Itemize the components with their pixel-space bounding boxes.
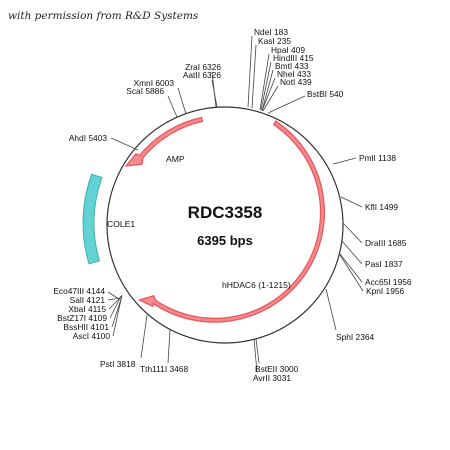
site-label: Eco47III 4144 [53,286,105,296]
site-label: BmtI 433 [275,61,309,71]
plasmid-size: 6395 bps [197,233,253,248]
site-label: XmnI 6003 [133,78,174,88]
site-label: PmlI 1138 [359,153,396,163]
site-label: KflI 1499 [365,202,398,212]
site-tick-bsteii [255,338,260,364]
site-label: ZraI 6326 [185,62,221,72]
amp-arrow [124,116,204,167]
site-tick-acc65i [339,253,363,283]
site-tick-draiii [342,222,363,244]
feature-label-hdac6: hHDAC6 (1-1215) [222,280,291,290]
site-tick-bstz17i [109,295,122,319]
site-tick-noti [262,85,279,112]
site-label: AhdI 5403 [69,133,108,143]
site-tick-bstbi [267,95,306,114]
site-labels: NdeI 183 KasI 235 HpaI 409 HindIII 415 B… [53,27,412,383]
site-label: KasI 235 [258,36,291,46]
site-tick-psti [140,314,148,359]
hdac6-arrow [137,120,325,323]
site-label: HpaI 409 [271,45,305,55]
site-tick-kpni [339,254,364,292]
site-tick-kfli [340,196,363,208]
site-tick-ndei [247,35,253,108]
site-ticks [107,35,364,373]
site-label: AscI 4100 [73,331,111,341]
site-label: DraIII 1685 [365,238,407,248]
site-tick-hindiii [260,61,272,111]
site-tick-kasi [251,44,257,109]
site-tick-xmni [177,87,187,115]
credit-text: with permission from R&D Systems [8,10,199,22]
site-tick-ahdi [110,137,139,151]
site-label: BstBI 540 [307,89,344,99]
site-tick-eco47iii [107,291,120,300]
plasmid-name: RDC3358 [188,203,263,222]
site-label: NheI 433 [277,69,311,79]
site-label: Acc65I 1956 [365,277,412,287]
cole1-origin [82,173,103,265]
site-tick-scai [167,95,178,118]
site-label: XbaI 4115 [68,304,106,314]
site-label: BssHII 4101 [63,322,109,332]
site-label: Tth111I 3468 [140,364,188,374]
plasmid-ring [106,106,344,344]
site-label: SalI 4121 [70,295,106,305]
site-label: SphI 2364 [336,332,375,342]
site-tick-sphi [325,288,337,331]
site-tick-zrai [211,71,217,108]
site-tick-bmti [261,69,274,112]
site-tick-pmli [332,157,357,165]
feature-label-cole1: COLE1 [107,219,135,229]
site-tick-pasi [341,240,363,265]
site-label: KpnI 1956 [366,286,405,296]
site-label: BstEII 3000 [255,364,299,374]
site-tick-nhei [261,77,276,112]
site-label: ScaI 5886 [126,86,164,96]
site-tick-hpai [259,53,270,111]
site-label: NdeI 183 [254,27,288,37]
feature-label-amp: AMP [166,154,185,164]
site-label: BstZ17I 4109 [57,313,107,323]
site-tick-tth111i [167,329,171,364]
site-label: PasI 1837 [365,259,403,269]
site-label: AatII 6326 [183,70,222,80]
site-label: HindIII 415 [273,53,314,63]
site-tick-avrii [253,338,258,373]
site-label: AvrII 3031 [253,373,291,383]
site-tick-bsshii [111,295,123,328]
site-label: PstI 3818 [100,359,136,369]
site-label: NotI 439 [280,77,312,87]
